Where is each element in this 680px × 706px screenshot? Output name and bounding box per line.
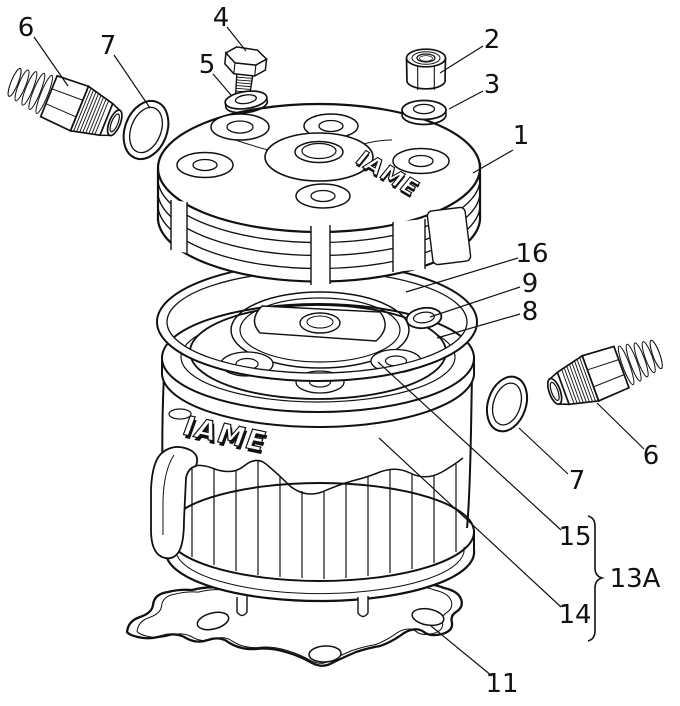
part-label-14: 14 [558,600,591,630]
leader-line-7-right [518,427,569,475]
gasket-hole-front [308,645,342,663]
leader-line-6-right [596,402,645,450]
part-label-15: 15 [558,522,591,552]
leader-line-9 [429,286,521,318]
nut-part-2 [405,48,447,90]
leader-line-16 [405,257,519,293]
head-cover-part-1: IAME IAME [156,102,482,285]
flange-bolt-hole [168,408,192,420]
cylinder-stud-tab [357,596,369,618]
brace-13A [587,515,605,642]
leader-line-7-left [113,54,151,109]
part-label-6-right: 6 [643,441,660,471]
leader-line-11 [430,625,493,677]
leader-line-8 [436,313,521,339]
part-label-8: 8 [522,297,539,327]
washer-part-3 [401,99,447,126]
base-gasket-part-11 [125,578,463,667]
leader-line-1 [472,149,514,174]
washer-part-5 [224,90,269,114]
leader-line-3 [448,90,484,110]
part-label-2: 2 [484,25,501,55]
leader-line-6-left [33,36,69,87]
part-label-11: 11 [485,669,518,699]
head-insert-part-8 [189,291,447,400]
part-label-7-left: 7 [100,31,117,61]
cover-side-panel [426,206,472,266]
part-label-1: 1 [513,121,530,151]
leader-line-15 [377,361,562,531]
cover-right-slot [392,219,426,272]
cover-left-slot [170,200,188,253]
leader-line-4 [226,26,247,52]
gasket-hole-right [411,607,445,627]
leader-line-5 [212,73,232,96]
cylinder-stud-tab [236,596,248,617]
fitting-gasket-part-7-left [122,99,170,161]
part-label-3: 3 [484,70,501,100]
part-label-13A: 13A [610,564,661,594]
cover-bolt-holes [176,113,450,209]
spark-plug-boss [264,132,374,182]
part-label-5: 5 [199,50,216,80]
part-label-4: 4 [213,3,230,33]
part-label-9: 9 [522,269,539,299]
leader-line-14 [378,437,562,608]
part-label-16: 16 [515,239,548,269]
cover-front-channel [310,225,331,285]
hose-fitting-part-6-left [1,57,130,149]
leader-line-2 [439,45,484,74]
part-label-6-left: 6 [18,13,35,43]
hose-fitting-part-6-right [540,329,669,417]
part-label-7-right: 7 [569,466,586,496]
fitting-gasket-part-7-right [485,375,529,433]
small-oring-part-9 [405,306,443,330]
gasket-hole-left [196,611,230,631]
